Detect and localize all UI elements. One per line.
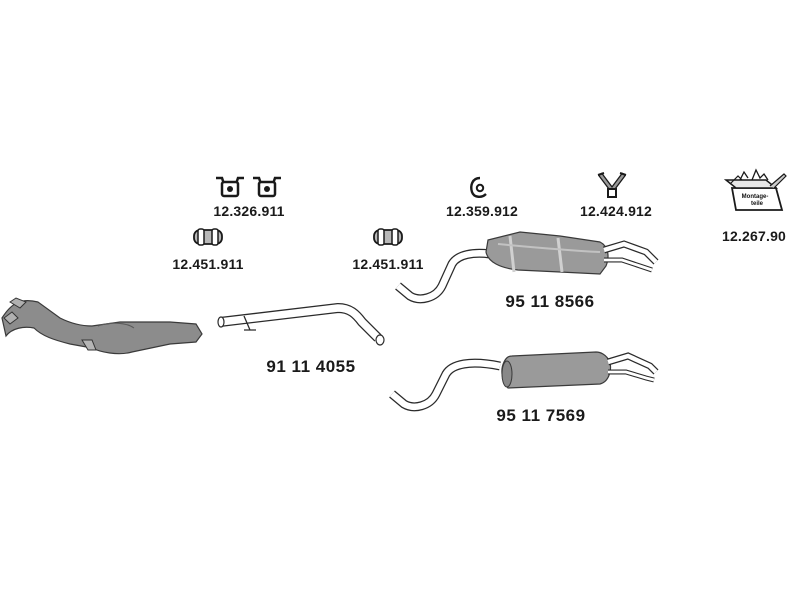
label-alt-rear-silencer: 95 11 7569 (496, 406, 586, 425)
label-clamp-pair: 12.326.911 (213, 203, 285, 219)
label-middle-pipe: 91 11 4055 (266, 357, 356, 376)
middle-pipe (217, 303, 385, 346)
label-clamp-mid: 12.451.911 (352, 256, 424, 272)
rear-silencer (395, 231, 659, 304)
fitting-kit-box-icon (723, 168, 787, 211)
clamp-pair-icon (216, 176, 281, 198)
kit-box-text-line2: teile (750, 201, 764, 207)
label-fitting-kit: 12.267.90 (721, 228, 787, 244)
y-hanger-icon (597, 172, 627, 198)
label-bracket: 12.359.912 (445, 203, 519, 219)
clamp-mid-icon (373, 228, 403, 246)
clamp-left-icon (193, 228, 223, 246)
bracket-icon (470, 176, 487, 198)
front-pipe-catalyst (1, 297, 203, 355)
alt-rear-silencer (389, 351, 659, 412)
label-rear-silencer: 95 11 8566 (505, 292, 595, 311)
label-clamp-left: 12.451.911 (172, 256, 244, 272)
label-y-hanger: 12.424.912 (579, 203, 653, 219)
kit-box-text-line1: Montage- (741, 194, 769, 200)
